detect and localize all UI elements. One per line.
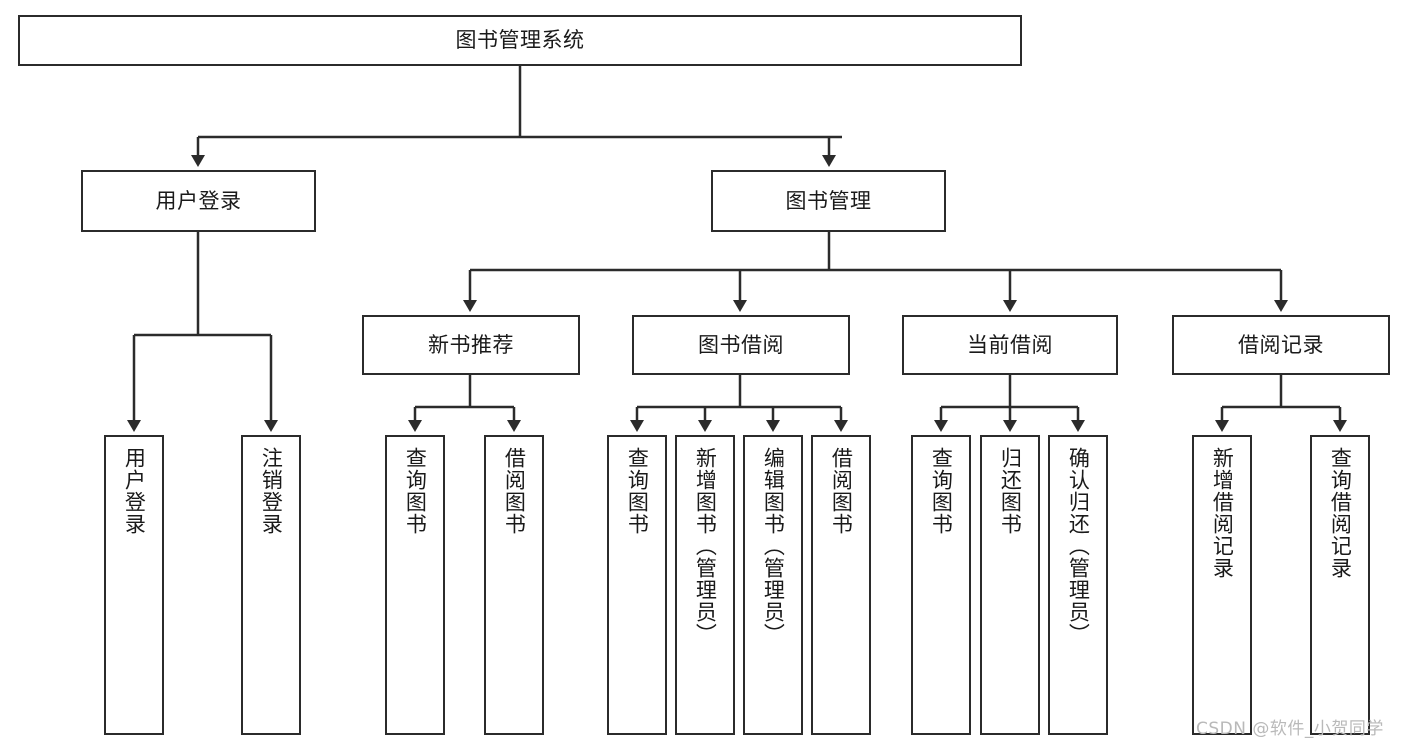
node-borrow-record-label: 借阅记录 bbox=[1238, 332, 1324, 357]
node-book-management-label: 图书管理 bbox=[785, 188, 872, 213]
node-book-borrow-label: 图书借阅 bbox=[698, 332, 784, 357]
leaf-new-book-borrow[interactable]: 借阅图书 bbox=[484, 435, 544, 735]
leaf-borrow-record-add[interactable]: 新增借阅记录 bbox=[1192, 435, 1252, 735]
leaf-book-borrow-query-label: 查询图书 bbox=[625, 447, 650, 535]
leaf-new-book-query-label: 查询图书 bbox=[403, 447, 428, 535]
node-new-book-recommend[interactable]: 新书推荐 bbox=[362, 315, 580, 375]
leaf-user-login-signin[interactable]: 用户登录 bbox=[104, 435, 164, 735]
leaf-user-login-signin-label: 用户登录 bbox=[122, 447, 147, 535]
leaf-book-borrow-edit-label: 编辑图书（管理员） bbox=[761, 447, 786, 645]
leaf-user-login-signout[interactable]: 注销登录 bbox=[241, 435, 301, 735]
node-book-borrow[interactable]: 图书借阅 bbox=[632, 315, 850, 375]
leaf-current-borrow-confirm-label: 确认归还（管理员） bbox=[1066, 447, 1091, 645]
leaf-borrow-record-query-label: 查询借阅记录 bbox=[1328, 447, 1353, 579]
leaf-borrow-record-query[interactable]: 查询借阅记录 bbox=[1310, 435, 1370, 735]
leaf-borrow-record-add-label: 新增借阅记录 bbox=[1210, 447, 1235, 579]
leaf-current-borrow-query[interactable]: 查询图书 bbox=[911, 435, 971, 735]
leaf-book-borrow-lend[interactable]: 借阅图书 bbox=[811, 435, 871, 735]
leaf-current-borrow-return[interactable]: 归还图书 bbox=[980, 435, 1040, 735]
node-new-book-recommend-label: 新书推荐 bbox=[428, 332, 514, 357]
leaf-current-borrow-confirm[interactable]: 确认归还（管理员） bbox=[1048, 435, 1108, 735]
leaf-book-borrow-add[interactable]: 新增图书（管理员） bbox=[675, 435, 735, 735]
node-current-borrow[interactable]: 当前借阅 bbox=[902, 315, 1118, 375]
node-root-label: 图书管理系统 bbox=[455, 28, 585, 53]
leaf-book-borrow-add-label: 新增图书（管理员） bbox=[693, 447, 718, 645]
node-borrow-record[interactable]: 借阅记录 bbox=[1172, 315, 1390, 375]
leaf-user-login-signout-label: 注销登录 bbox=[259, 447, 284, 535]
node-current-borrow-label: 当前借阅 bbox=[967, 332, 1053, 357]
leaf-book-borrow-lend-label: 借阅图书 bbox=[829, 447, 854, 535]
leaf-current-borrow-return-label: 归还图书 bbox=[998, 447, 1023, 535]
leaf-book-borrow-query[interactable]: 查询图书 bbox=[607, 435, 667, 735]
node-book-management[interactable]: 图书管理 bbox=[711, 170, 946, 232]
leaf-new-book-borrow-label: 借阅图书 bbox=[502, 447, 527, 535]
leaf-book-borrow-edit[interactable]: 编辑图书（管理员） bbox=[743, 435, 803, 735]
node-user-login[interactable]: 用户登录 bbox=[81, 170, 316, 232]
leaf-new-book-query[interactable]: 查询图书 bbox=[385, 435, 445, 735]
node-root[interactable]: 图书管理系统 bbox=[18, 15, 1022, 66]
leaf-current-borrow-query-label: 查询图书 bbox=[929, 447, 954, 535]
watermark: CSDN @软件_小贺同学 bbox=[1196, 719, 1384, 739]
node-user-login-label: 用户登录 bbox=[155, 188, 242, 213]
